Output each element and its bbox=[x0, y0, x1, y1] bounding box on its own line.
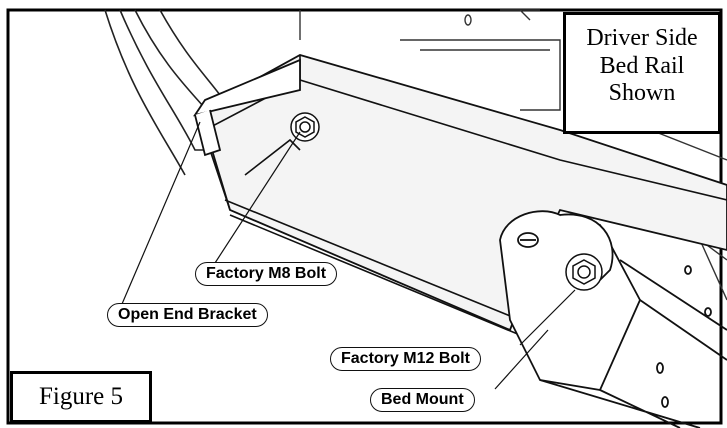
note-line-2: Bed Rail bbox=[599, 52, 685, 79]
leader-lines bbox=[121, 121, 576, 390]
note-line-1: Driver Side bbox=[586, 25, 698, 51]
note-line-3: Shown bbox=[608, 80, 676, 107]
driver-side-note: Driver Side Bed Rail Shown bbox=[563, 12, 721, 134]
bed-mount-callout: Bed Mount bbox=[370, 388, 475, 412]
bed-mount-graphic bbox=[499, 210, 727, 428]
factory-m12-bolt-callout: Factory M12 Bolt bbox=[330, 347, 481, 371]
factory-m8-bolt-callout: Factory M8 Bolt bbox=[195, 262, 338, 286]
m8-bolt-graphic bbox=[290, 112, 320, 142]
figure-label: Figure 5 bbox=[10, 371, 152, 423]
bed-wall bbox=[104, 9, 221, 176]
m12-bolt-graphic bbox=[565, 253, 603, 291]
bed-rail bbox=[198, 54, 727, 332]
open-end-bracket-callout: Open End Bracket bbox=[107, 303, 268, 327]
open-end-bracket bbox=[192, 58, 301, 157]
